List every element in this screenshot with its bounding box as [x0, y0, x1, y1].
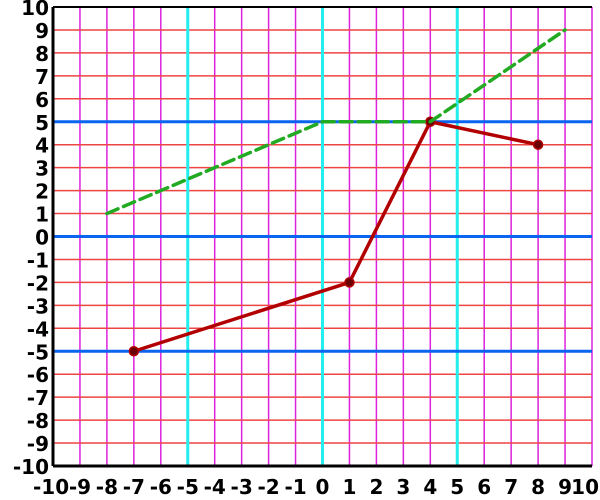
- y-tick-label: -4: [27, 317, 49, 341]
- x-tick-label: 2: [369, 475, 383, 499]
- x-tick-label: -3: [231, 475, 253, 499]
- series-2-line: [105, 28, 567, 216]
- x-tick-label: 1: [342, 475, 356, 499]
- y-tick-label: 5: [35, 111, 49, 135]
- x-tick-label: -2: [257, 475, 279, 499]
- y-tick-label: 3: [35, 157, 49, 181]
- x-tick-label: -9: [69, 475, 91, 499]
- x-tick-label: 5: [450, 475, 464, 499]
- y-tick-label: -5: [27, 340, 49, 364]
- y-tick-label: -10: [13, 455, 49, 479]
- x-tick-label: -6: [150, 475, 172, 499]
- series-1-point: [128, 346, 140, 357]
- x-tick-label: 9: [558, 475, 572, 499]
- y-tick-label: 2: [35, 180, 49, 204]
- x-tick-label: -10: [33, 475, 69, 499]
- series-1-point: [532, 139, 544, 150]
- y-tick-label: -2: [27, 271, 49, 295]
- x-tick-label: -4: [204, 475, 226, 499]
- x-tick-label: -1: [284, 475, 306, 499]
- y-tick-label: 0: [35, 226, 49, 250]
- y-tick-label: -6: [27, 363, 49, 387]
- y-tick-label: -7: [27, 386, 49, 410]
- y-tick-label: 1: [35, 203, 49, 227]
- axis-frame: [51, 6, 592, 468]
- y-tick-label: -9: [27, 432, 49, 456]
- y-tick-label: -3: [27, 294, 49, 318]
- y-tick-label: -8: [27, 409, 49, 433]
- x-tick-label: 8: [531, 475, 545, 499]
- y-tick-label: 4: [35, 134, 49, 158]
- y-tick-label: 8: [35, 42, 49, 66]
- series-layer: [105, 28, 567, 357]
- x-tick-label: -7: [123, 475, 145, 499]
- series-1-point: [344, 277, 355, 288]
- x-tick-label: 3: [396, 475, 410, 499]
- x-tick-label: 7: [504, 475, 518, 499]
- x-tick-label: 4: [423, 475, 437, 499]
- y-tick-label: -1: [27, 248, 49, 272]
- x-tick-label: -5: [177, 475, 199, 499]
- x-tick-label: 10: [571, 475, 599, 499]
- x-tick-label: -8: [96, 475, 118, 499]
- x-tick-label: 6: [477, 475, 491, 499]
- y-tick-label: 10: [21, 0, 49, 20]
- y-tick-label: 9: [35, 19, 49, 43]
- y-tick-label: 6: [35, 88, 49, 112]
- x-tick-label: 0: [316, 475, 330, 499]
- y-tick-label: 7: [35, 65, 49, 89]
- series-1-line: [132, 120, 540, 353]
